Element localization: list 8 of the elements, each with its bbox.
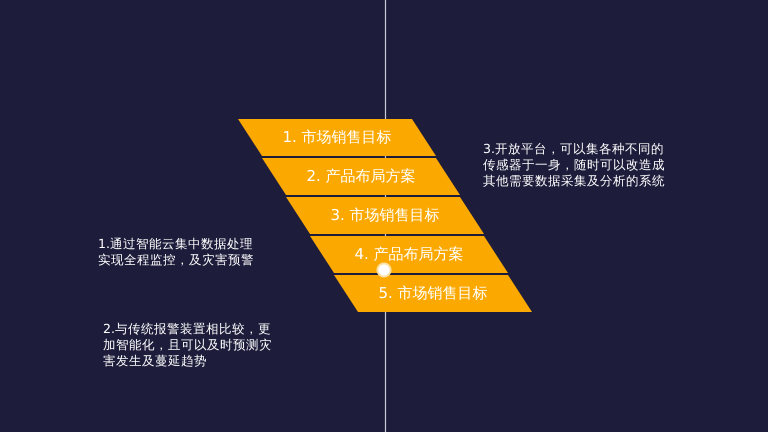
step-label: 2. 产品布局方案 bbox=[306, 169, 416, 184]
step-label: 4. 产品布局方案 bbox=[354, 247, 464, 262]
step-label: 3. 市场销售目标 bbox=[330, 208, 440, 223]
note-text: 3.开放平台，可以集各种不同的传感器于一身，随时可以改造成其他需要数据采集及分析的系统 bbox=[483, 141, 666, 189]
step-label: 1. 市场销售目标 bbox=[282, 130, 392, 145]
note-text: 1.通过智能云集中数据处理实现全程监控，及灾害预警 bbox=[98, 236, 255, 268]
note-text: 2.与传统报警装置相比较，更加智能化，且可以及时预测灾害发生及蔓延趋势 bbox=[103, 321, 273, 369]
step-label: 5. 市场销售目标 bbox=[378, 286, 488, 301]
